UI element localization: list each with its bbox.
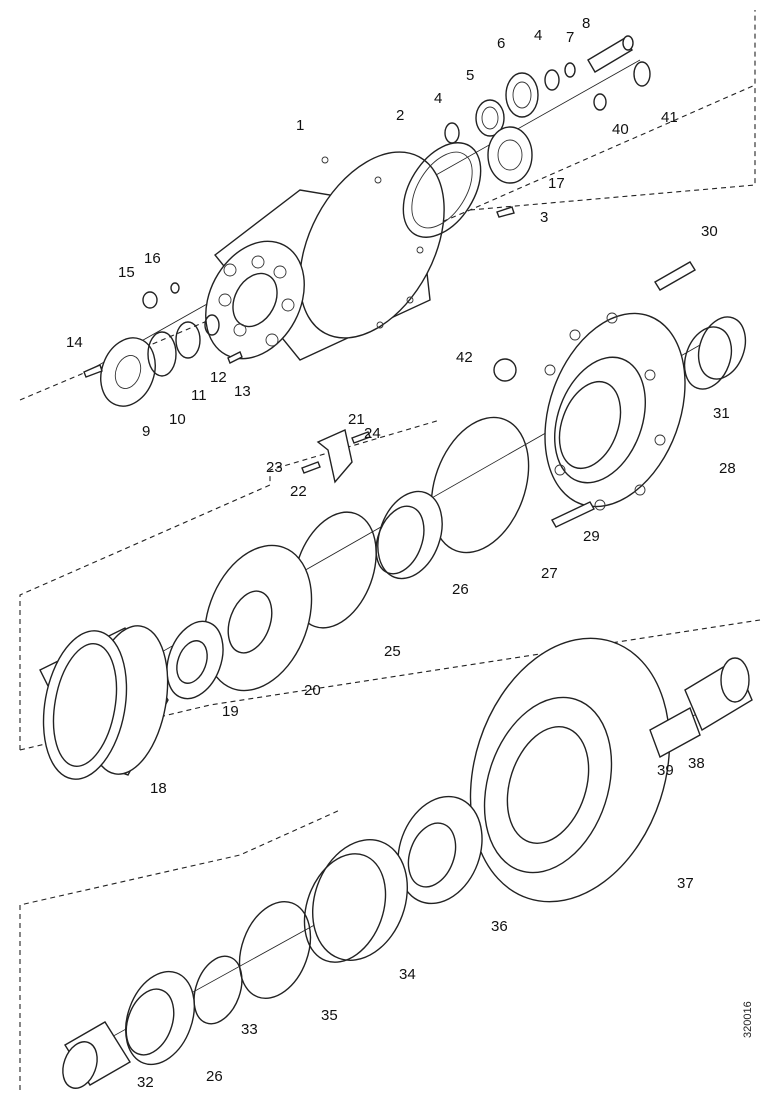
- part-24-screw: [351, 431, 371, 444]
- part-36-housing: [397, 795, 483, 905]
- part-9-cover: [100, 337, 156, 407]
- part-21-bracket: [316, 429, 353, 484]
- callout-c15: 15: [118, 264, 135, 281]
- callout-c6: 6: [497, 35, 505, 52]
- part-4-washer-b: [544, 69, 560, 91]
- callout-c39: 39: [657, 762, 674, 779]
- callout-c35: 35: [321, 1007, 338, 1024]
- callout-c5: 5: [466, 67, 474, 84]
- callout-c16: 16: [144, 250, 161, 267]
- callout-c34: 34: [399, 966, 416, 983]
- callout-c2: 2: [396, 107, 404, 124]
- part-12-circlip: [204, 314, 220, 336]
- part-29-bolt: [551, 501, 595, 528]
- callout-c17: 17: [548, 175, 565, 192]
- part-38-shaft: [684, 657, 753, 732]
- callout-c8: 8: [582, 15, 590, 32]
- part-26-roller-bearing-upper: [375, 490, 443, 580]
- callout-c27: 27: [541, 565, 558, 582]
- callout-c25: 25: [384, 643, 401, 660]
- callout-c11: 11: [191, 387, 207, 404]
- callout-c22: 22: [290, 483, 307, 500]
- callout-c20: 20: [304, 682, 321, 699]
- callout-c18: 18: [150, 780, 167, 797]
- callout-c21: 21: [348, 411, 365, 428]
- part-32-bushing: [62, 1021, 131, 1089]
- callout-c42: 42: [456, 349, 473, 366]
- part-31-seal-ring: [683, 316, 747, 390]
- callout-c7: 7: [566, 29, 574, 46]
- callout-c9: 9: [142, 423, 150, 440]
- callout-c26a: 26: [452, 581, 469, 598]
- part-15-plug: [142, 291, 158, 309]
- callout-c4a: 4: [434, 90, 442, 107]
- callout-c13: 13: [234, 383, 251, 400]
- part-40-circlip: [593, 93, 607, 111]
- part-35-seal: [238, 900, 312, 1000]
- part-30-wheel-stud: [654, 261, 696, 291]
- part-34-brake-drum: [303, 839, 409, 963]
- callout-c10: 10: [169, 411, 186, 428]
- part-20-ring-gear: [203, 544, 313, 692]
- part-5-needle-bearing: [475, 99, 505, 137]
- part-14-screw: [83, 364, 103, 378]
- part-1-hub-housing: [205, 151, 445, 361]
- callout-c14: 14: [66, 334, 83, 351]
- callout-c12: 12: [210, 369, 227, 386]
- part-23-screw: [301, 461, 321, 474]
- part-17-planet-gear: [487, 126, 533, 184]
- part-42-nut: [493, 358, 517, 382]
- drawing-code: 320016: [742, 1001, 754, 1038]
- callout-c1: 1: [296, 117, 304, 134]
- boundary-lower: [19, 809, 341, 1090]
- part-39-shaft-spline: [649, 706, 701, 759]
- callout-c36: 36: [491, 918, 508, 935]
- part-41-washer: [633, 61, 651, 87]
- part-16-seal: [170, 282, 180, 294]
- part-6-planet-gear: [505, 72, 539, 118]
- part-33-circlip: [193, 955, 243, 1025]
- part-10-o-ring: [147, 331, 177, 377]
- callout-c29: 29: [583, 528, 600, 545]
- part-28-wheel-hub: [544, 312, 686, 511]
- callout-c26b: 26: [206, 1068, 223, 1085]
- part-2-gasket: [402, 142, 482, 238]
- part-13-screw: [227, 351, 243, 364]
- part-8-pin: [587, 37, 633, 73]
- callout-c28: 28: [719, 460, 736, 477]
- callout-c37: 37: [677, 875, 694, 892]
- boundary-middle: [19, 419, 441, 750]
- callout-c19: 19: [222, 703, 239, 720]
- part-3-screw: [496, 206, 515, 218]
- callout-c23: 23: [266, 459, 283, 476]
- part-27-o-ring: [430, 416, 530, 554]
- callout-c41: 41: [661, 109, 678, 126]
- part-25-snap-ring: [293, 511, 377, 629]
- callout-c32: 32: [137, 1074, 154, 1091]
- part-4-washer-a: [444, 122, 460, 144]
- callout-c31: 31: [713, 405, 730, 422]
- callout-c30: 30: [701, 223, 718, 240]
- part-19-hub: [166, 620, 224, 700]
- part-11-lock-ring: [175, 321, 201, 359]
- callout-c3: 3: [540, 209, 548, 226]
- callout-c40: 40: [612, 121, 629, 138]
- part-18-internal-gear-ring: [39, 625, 169, 780]
- boundary-upper-right: [469, 85, 756, 211]
- part-7-ring: [564, 62, 576, 78]
- callout-c24: 24: [364, 425, 381, 442]
- callout-c33: 33: [241, 1021, 258, 1038]
- callout-c4b: 4: [534, 27, 542, 44]
- part-26-roller-bearing-lower: [125, 970, 195, 1066]
- part-37-brake-disc: [469, 637, 671, 903]
- callout-c38: 38: [688, 755, 705, 772]
